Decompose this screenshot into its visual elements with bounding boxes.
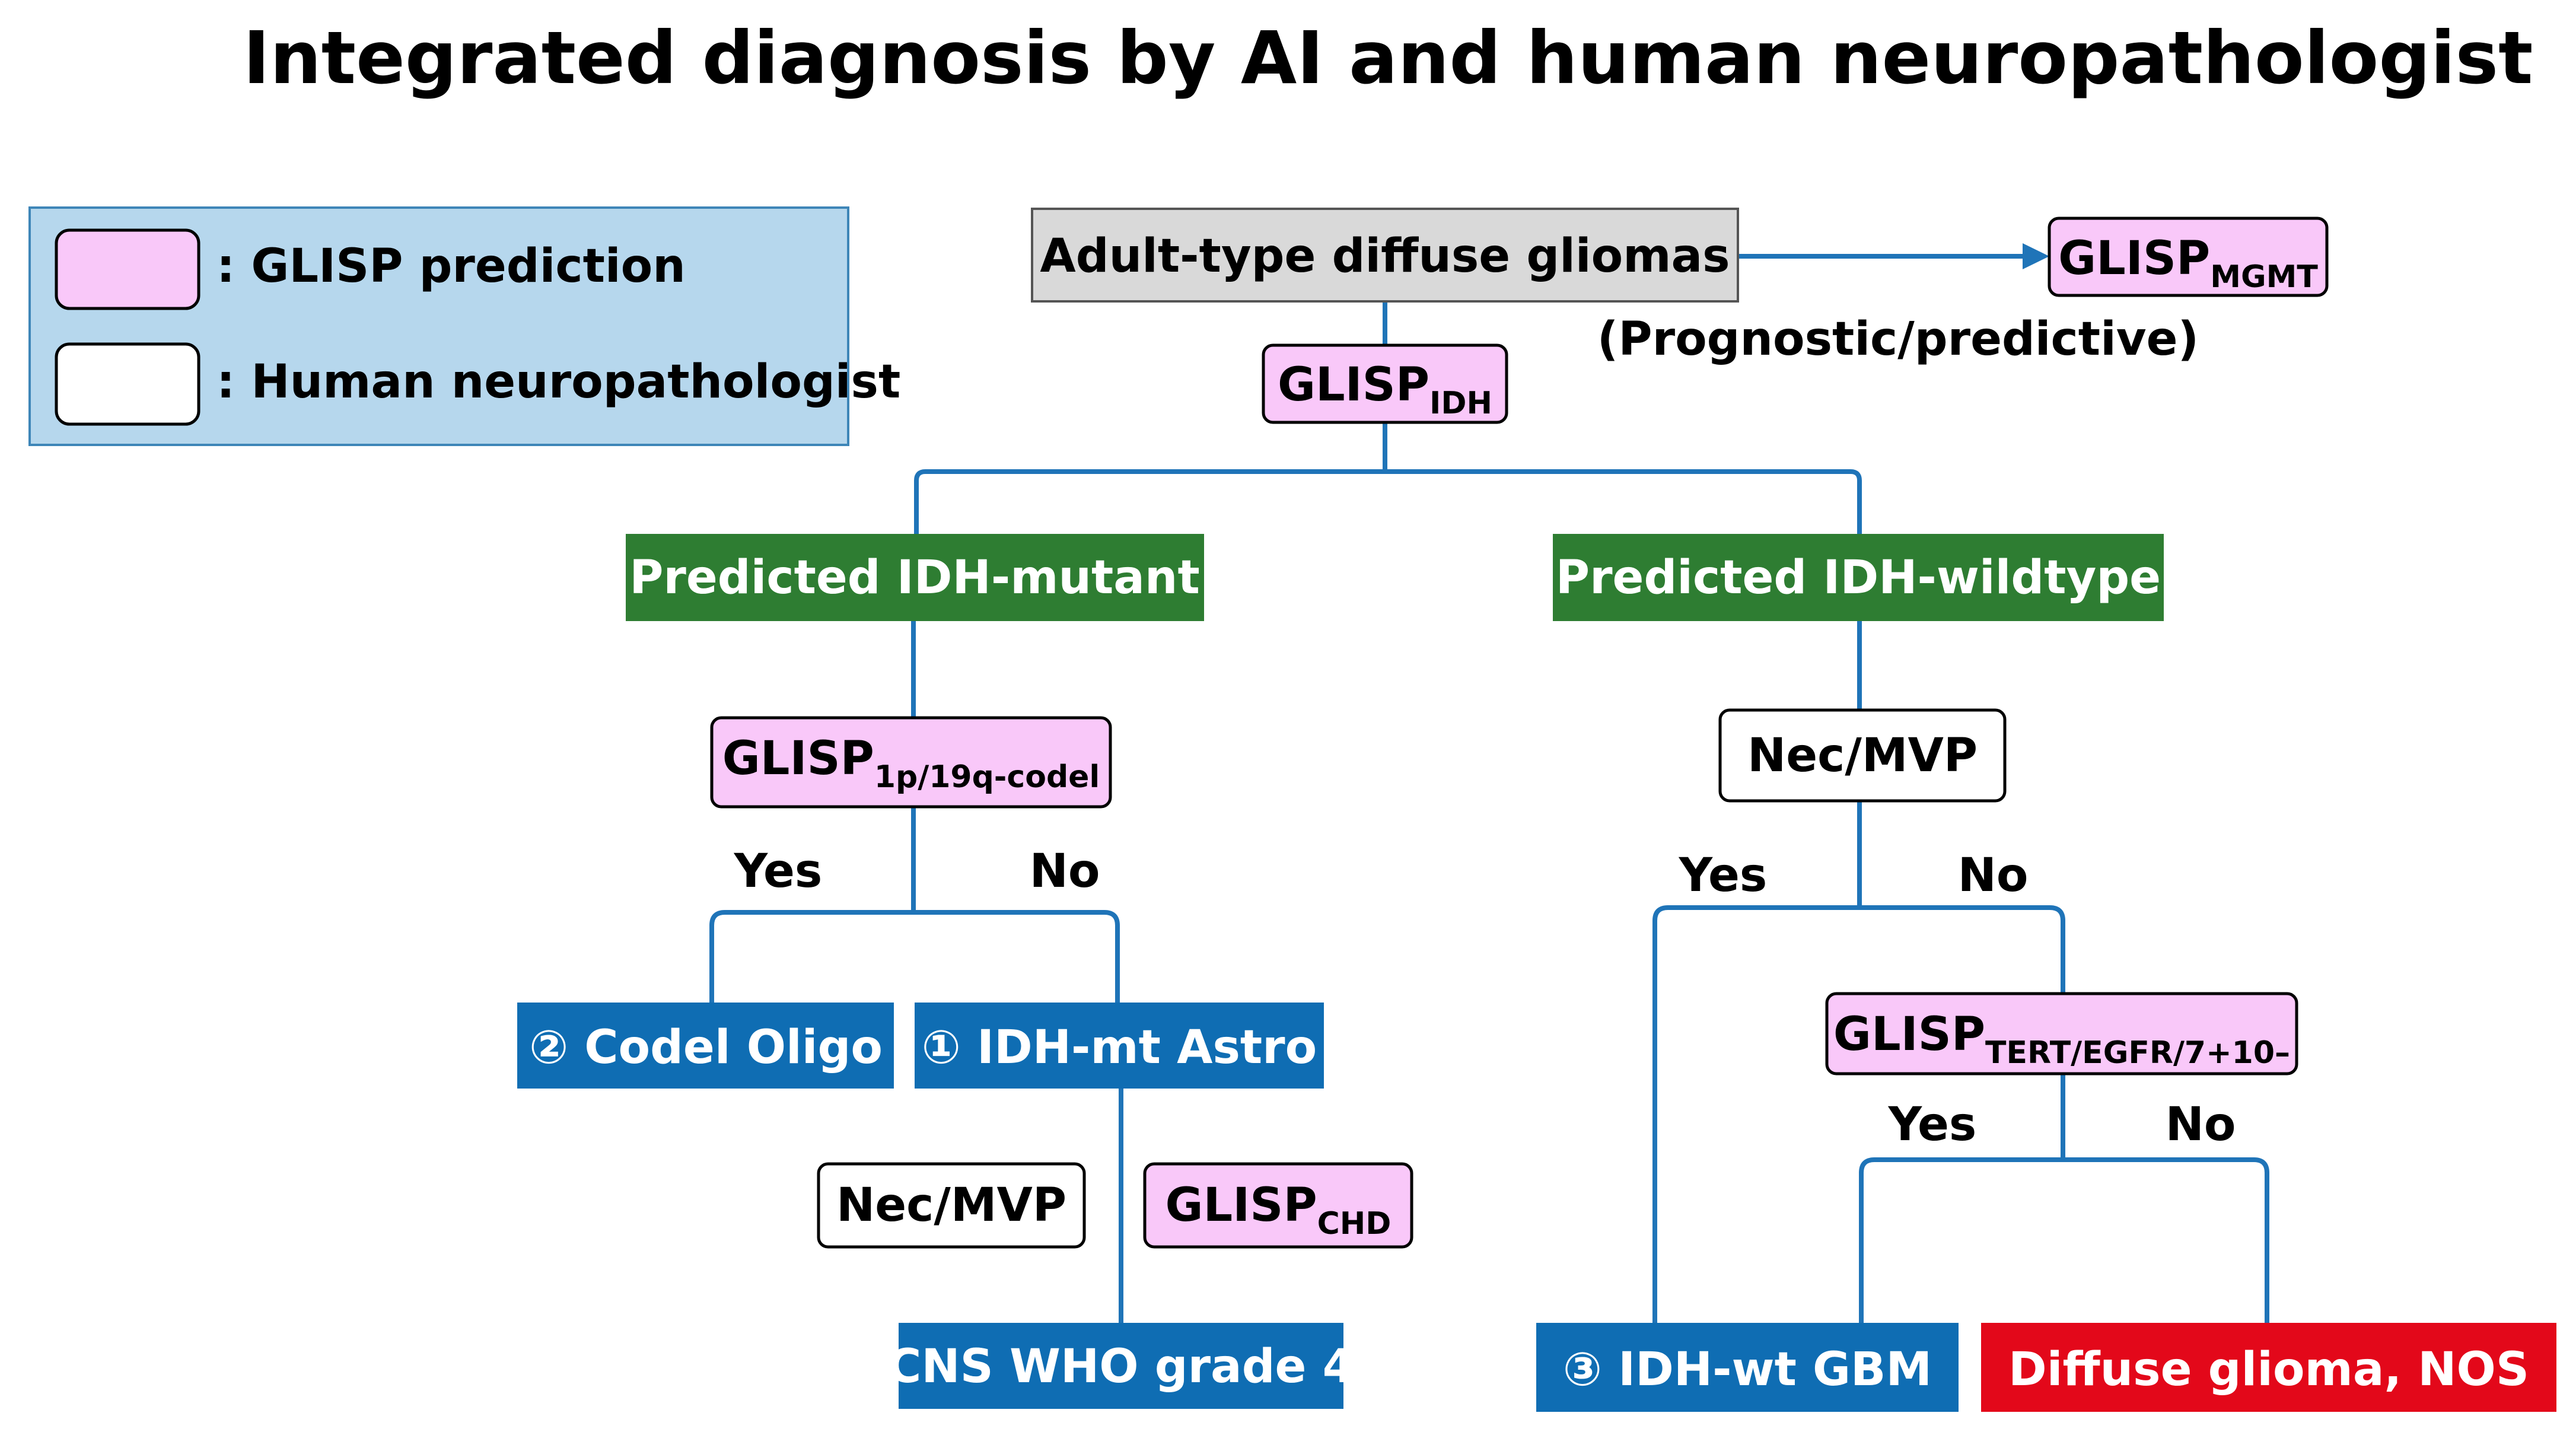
nec-mvp-right-label: Nec/MVP	[1747, 729, 1978, 782]
codel-no-label: No	[1030, 845, 1100, 898]
root-box	[1031, 208, 1739, 303]
codel-yes-label: Yes	[734, 845, 823, 898]
predicted-mutant-label: Predicted IDH-mutant	[629, 551, 1199, 604]
node-glisp-chd: GLISPCHD	[1143, 1162, 1413, 1249]
node-glisp-idh: GLISPIDH	[1262, 343, 1508, 424]
root-label: Adult-type diffuse gliomas	[1040, 230, 1730, 283]
predicted-wildtype-box	[1553, 534, 2164, 621]
idh-wt-gbm-box	[1536, 1323, 1959, 1412]
node-nec-mvp-right: Nec/MVP	[1718, 708, 2007, 803]
glisp-mgmt-label: GLISPMGMT	[2058, 232, 2318, 295]
glisp-mgmt-box	[2048, 217, 2329, 297]
glisp-idh-box	[1262, 343, 1508, 424]
nec-mvp-left-label: Nec/MVP	[836, 1179, 1066, 1232]
node-predicted-idh-wildtype: Predicted IDH-wildtype	[1553, 534, 2164, 621]
branch-idh-split	[914, 422, 1862, 534]
node-cns-who-grade4: CNS WHO grade 4	[887, 1323, 1355, 1409]
connector-lines	[709, 243, 2269, 1323]
node-glisp-codel: GLISP1p/19q-codel	[710, 716, 1112, 809]
branch-tert-split	[1859, 1074, 2269, 1323]
node-predicted-idh-mutant: Predicted IDH-mutant	[626, 534, 1204, 621]
tert-yes-label: Yes	[1888, 1098, 1977, 1151]
glisp-chd-box	[1143, 1162, 1413, 1249]
idh-mt-astro-box	[915, 1003, 1324, 1089]
legend-label-human: : Human neuropathologist	[216, 355, 900, 409]
node-idh-wt-gbm: ③ IDH-wt GBM	[1536, 1323, 1959, 1412]
idh-mt-astro-label: ① IDH-mt Astro	[922, 1021, 1317, 1074]
node-glisp-mgmt: GLISPMGMT	[2048, 217, 2329, 297]
glisp-idh-label: GLISPIDH	[1278, 358, 1492, 421]
glisp-codel-box	[710, 716, 1112, 809]
necmvp-no-label: No	[1958, 849, 2029, 902]
nec-mvp-right-box	[1718, 708, 2007, 803]
glisp-chd-label: GLISPCHD	[1166, 1179, 1392, 1242]
predicted-mutant-box	[626, 534, 1204, 621]
glisp-tert-box	[1825, 992, 2298, 1075]
node-diffuse-glioma-nos: Diffuse glioma, NOS	[1981, 1323, 2556, 1412]
node-root: Adult-type diffuse gliomas	[1031, 208, 1739, 303]
glisp-codel-label: GLISP1p/19q-codel	[722, 732, 1100, 795]
node-codel-oligo: ② Codel Oligo	[517, 1003, 894, 1089]
legend-swatch-glisp	[55, 228, 200, 310]
legend-label-glisp: : GLISP prediction	[216, 240, 686, 293]
node-idh-mt-astro: ① IDH-mt Astro	[915, 1003, 1324, 1089]
codel-oligo-label: ② Codel Oligo	[529, 1021, 883, 1074]
necmvp-yes-label: Yes	[1679, 849, 1768, 902]
node-nec-mvp-left: Nec/MVP	[817, 1162, 1086, 1249]
mgmt-note: (Prognostic/predictive)	[1597, 313, 2199, 366]
branch-codel-split	[709, 807, 1120, 1003]
codel-oligo-box	[517, 1003, 894, 1089]
predicted-wildtype-label: Predicted IDH-wildtype	[1556, 551, 2161, 604]
diffuse-nos-box	[1981, 1323, 2556, 1412]
node-glisp-tert: GLISPTERT/EGFR/7+10–	[1825, 992, 2298, 1075]
nec-mvp-left-box	[817, 1162, 1086, 1249]
glisp-tert-label: GLISPTERT/EGFR/7+10–	[1833, 1008, 2290, 1071]
idh-wt-gbm-label: ③ IDH-wt GBM	[1563, 1343, 1932, 1396]
diffuse-nos-label: Diffuse glioma, NOS	[2008, 1343, 2529, 1396]
arrowhead-mgmt	[2023, 243, 2049, 269]
page-title: Integrated diagnosis by AI and human neu…	[243, 16, 2533, 100]
cns-grade4-label: CNS WHO grade 4	[887, 1340, 1355, 1393]
branch-necmvp-split	[1652, 801, 2065, 1323]
legend-swatch-human	[55, 342, 200, 426]
legend: : GLISP prediction : Human neuropatholog…	[28, 206, 900, 446]
cns-grade4-box	[899, 1323, 1343, 1409]
tert-no-label: No	[2166, 1098, 2236, 1151]
